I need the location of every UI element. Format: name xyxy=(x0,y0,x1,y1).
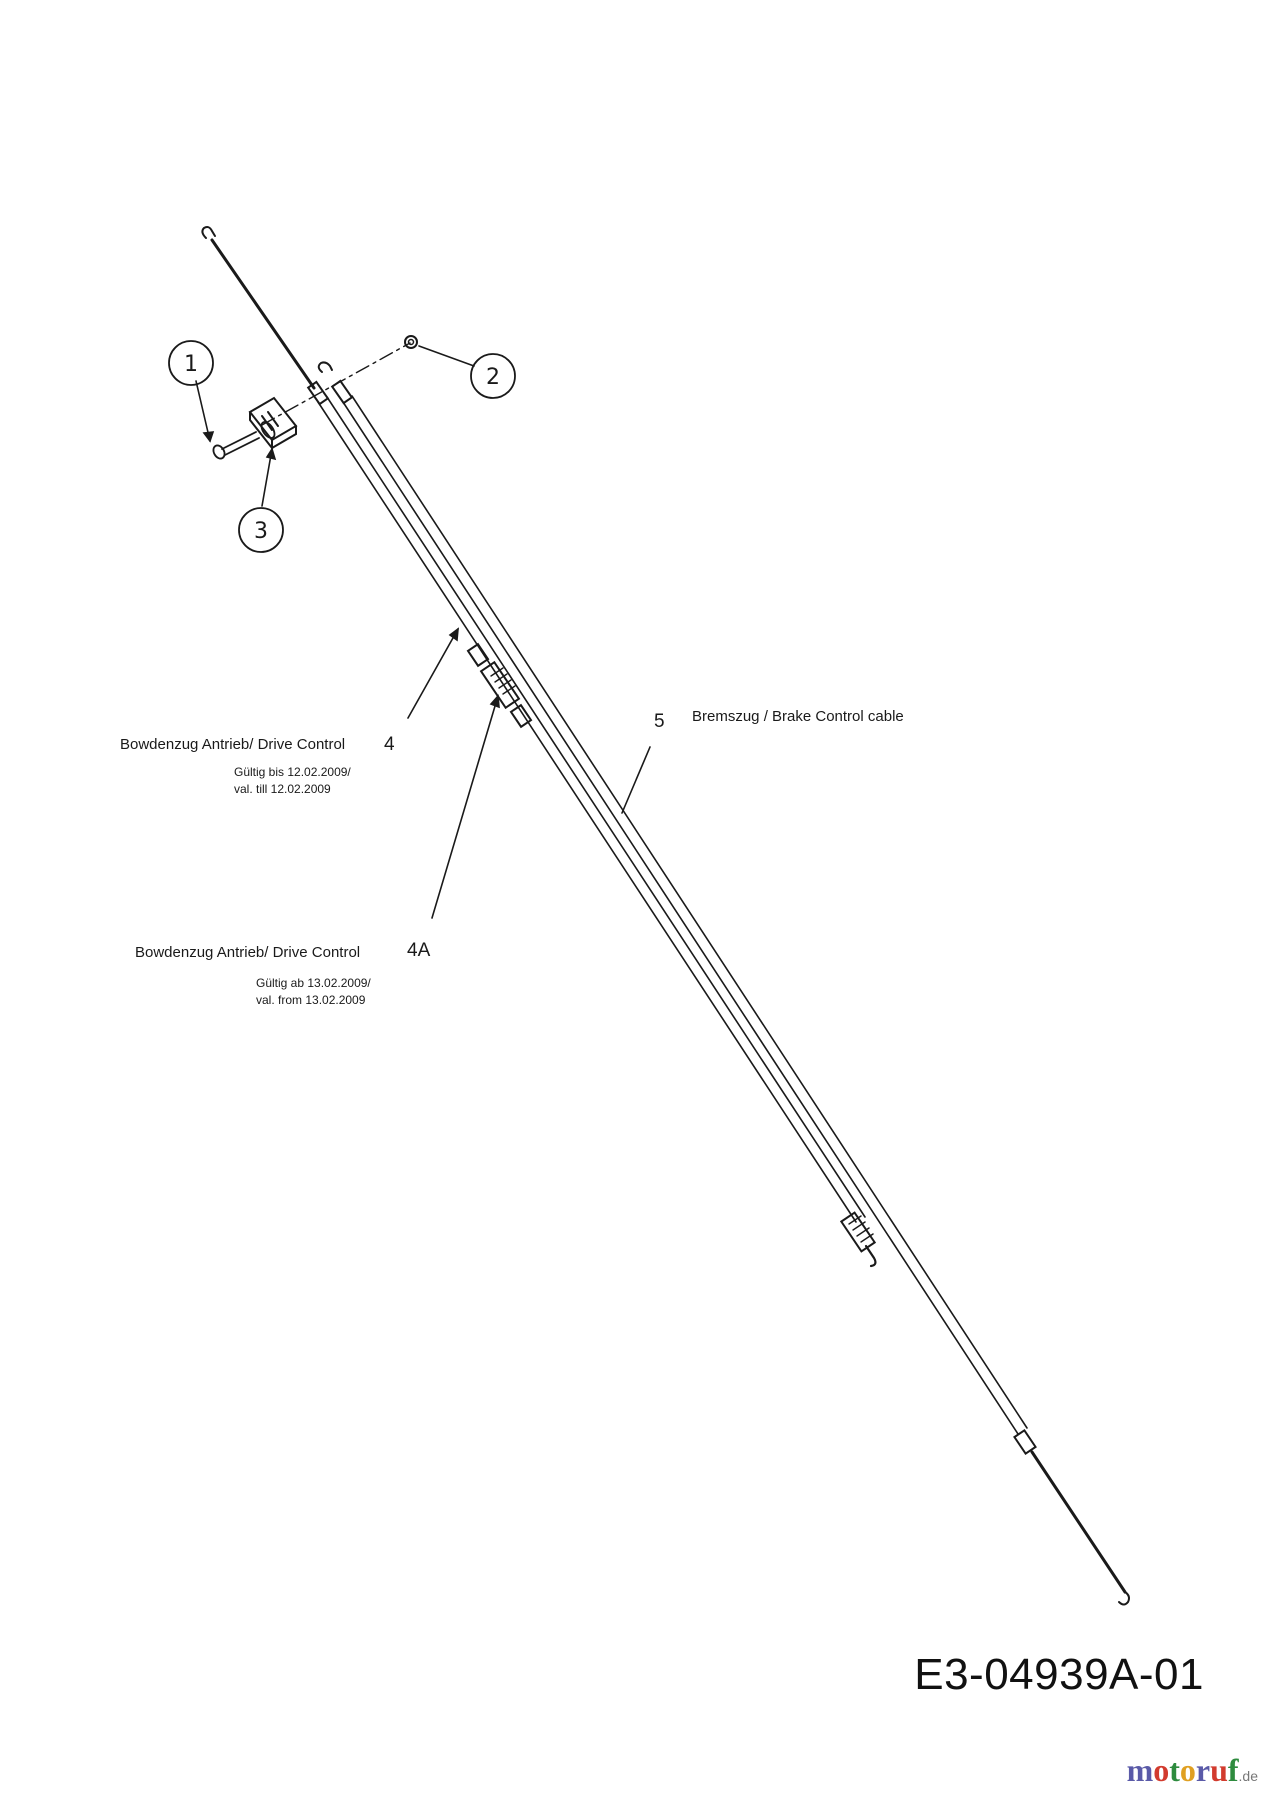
drive-cable-sheath-b xyxy=(326,396,866,1218)
brake-cable-inner-wire-bottom xyxy=(1030,1450,1127,1594)
drive-cable-adjuster-threaded xyxy=(479,660,521,710)
callout-leaders xyxy=(195,345,651,919)
brake-cable-ferrule-bottom xyxy=(1013,1428,1037,1456)
drive-cable-sheath-a xyxy=(317,401,857,1223)
drive-cable-adjuster-sleeve-1 xyxy=(466,642,490,668)
leader-4a-arrow xyxy=(489,694,500,709)
leader-2 xyxy=(418,345,475,367)
callout-number-3: 3 xyxy=(254,519,268,544)
drive-cable-ferrule-top xyxy=(306,380,330,406)
bolt-part-1 xyxy=(212,431,260,460)
drive-cable-spring-bottom xyxy=(839,1211,877,1253)
brake-cable-sheath-b xyxy=(351,395,1028,1429)
part-4a-validity: Gültig ab 13.02.2009/ val. from 13.02.20… xyxy=(256,975,371,1009)
part-4a-label: Bowdenzug Antrieb/ Drive Control xyxy=(135,944,361,961)
leader-5 xyxy=(621,746,651,814)
part-4-validity: Gültig bis 12.02.2009/ val. till 12.02.2… xyxy=(234,764,351,798)
part-4-number: 4 xyxy=(384,734,395,755)
drive-cable-end-hook-top xyxy=(201,226,216,239)
watermark-letter: o xyxy=(1153,1752,1170,1788)
drive-cable-adjuster-sleeve-2 xyxy=(509,703,533,729)
leader-3-arrow xyxy=(265,447,277,461)
watermark-letter: r xyxy=(1195,1752,1211,1788)
drive-cable-adjuster-threads xyxy=(490,667,516,695)
clamp-block-part-3 xyxy=(248,396,298,451)
part-4a-validity-de: Gültig ab 13.02.2009/ xyxy=(256,976,371,990)
part-4a-validity-en: val. from 13.02.2009 xyxy=(256,993,366,1007)
brake-cable-end-hook-bottom xyxy=(1118,1591,1130,1606)
callout-number-2: 2 xyxy=(486,365,500,390)
part-5-label: Bremszug / Brake Control cable xyxy=(692,708,904,725)
brake-cable-sheath-a xyxy=(342,401,1019,1435)
nut-part-2 xyxy=(404,335,418,349)
part-4-label: Bowdenzug Antrieb/ Drive Control xyxy=(120,736,346,753)
watermark-letter: m xyxy=(1126,1752,1154,1788)
leader-1 xyxy=(195,380,211,442)
drive-control-cable xyxy=(201,226,877,1268)
watermark-letter: f xyxy=(1227,1752,1239,1788)
leader-1-arrow xyxy=(202,431,215,443)
part-4-validity-de: Gültig bis 12.02.2009/ xyxy=(234,765,351,779)
callout-circle-2 xyxy=(470,353,516,399)
drawing-id: E3-04939A-01 xyxy=(914,1650,1204,1699)
part-4a-number: 4A xyxy=(407,940,431,961)
drive-cable-inner-wire-top xyxy=(210,238,316,390)
callout-circle-3 xyxy=(238,507,284,553)
leader-4 xyxy=(407,628,459,719)
drive-cable-end-hook-bottom xyxy=(864,1244,877,1268)
brake-cable-end-hook-top xyxy=(317,361,333,373)
callout-circle-1 xyxy=(168,340,214,386)
part-5-number: 5 xyxy=(654,711,665,732)
watermark-domain: .de xyxy=(1238,1768,1258,1784)
drive-cable-spring-coils xyxy=(848,1215,874,1243)
watermark-letter: t xyxy=(1169,1752,1180,1788)
callout-number-1: 1 xyxy=(184,352,198,377)
part-4-validity-en: val. till 12.02.2009 xyxy=(234,782,331,796)
leader-4-arrow xyxy=(448,627,459,642)
watermark-letter: o xyxy=(1179,1752,1196,1788)
leader-4a xyxy=(431,695,499,919)
watermark-letter: u xyxy=(1210,1752,1228,1788)
brake-control-cable xyxy=(317,361,1130,1606)
assembly-center-line xyxy=(261,342,411,426)
watermark-logo: motoruf.de xyxy=(1127,1752,1258,1789)
